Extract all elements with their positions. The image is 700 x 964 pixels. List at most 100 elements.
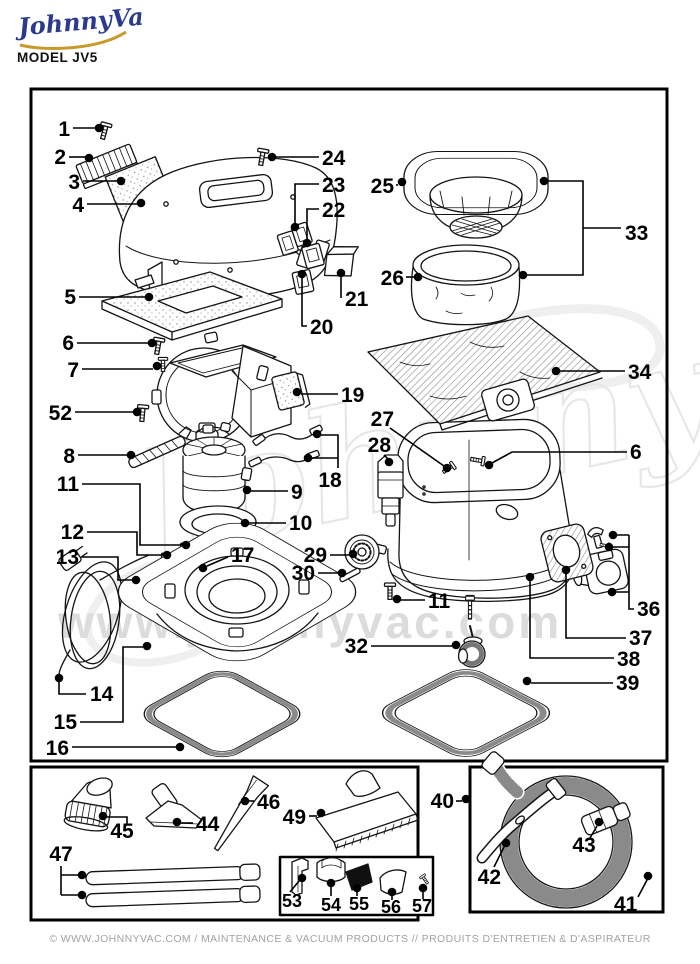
part-5-gasket-plate — [101, 271, 283, 341]
part-30-axle-pin — [339, 567, 361, 583]
leader-line-22 — [306, 208, 319, 239]
leader-dot-43 — [594, 817, 604, 827]
part-number-54: 54 — [321, 895, 341, 915]
leader-dot-39 — [522, 676, 532, 686]
part-8-handle-strip — [128, 426, 192, 469]
part-number-44: 44 — [196, 813, 220, 836]
brand-logo: JohnnyVac — [13, 0, 160, 54]
leader-dot-7 — [152, 361, 162, 371]
leader-line-23 — [294, 183, 319, 223]
leader-dot-33 — [518, 270, 528, 280]
part-number-40: 40 — [431, 790, 454, 813]
leader-dot-15 — [142, 641, 152, 651]
part-number-8: 8 — [63, 445, 75, 468]
leader-dot-20 — [297, 269, 307, 279]
part-number-26: 26 — [381, 267, 404, 290]
leader-line-20 — [301, 278, 307, 327]
part-number-45: 45 — [110, 820, 134, 843]
leader-dot-41 — [643, 871, 653, 881]
leader-dot-8 — [126, 450, 136, 460]
leader-dot-4 — [136, 198, 146, 208]
part-number-29: 29 — [304, 544, 327, 567]
leader-dot-54 — [326, 878, 336, 888]
leader-line-14 — [58, 681, 86, 695]
part-29-wheel — [344, 534, 388, 570]
leader-line-42 — [493, 846, 505, 868]
part-25-filter-cage — [403, 151, 549, 239]
part-number-30: 30 — [292, 562, 315, 585]
part-number-56: 56 — [381, 897, 401, 917]
leader-dot-36 — [608, 530, 618, 540]
part-number-7: 7 — [67, 359, 79, 382]
leader-dot-11 — [392, 594, 402, 604]
part-number-20: 20 — [310, 316, 333, 339]
part-number-33: 33 — [625, 222, 648, 245]
part-number-6: 6 — [62, 332, 74, 355]
leader-dot-27 — [442, 463, 452, 473]
leader-dot-55 — [352, 883, 362, 893]
leader-line-38 — [529, 580, 614, 659]
leader-dot-10 — [240, 518, 250, 528]
leader-line-43 — [589, 825, 598, 839]
leader-line-47 — [60, 866, 78, 896]
part-39-square-gasket — [381, 669, 551, 757]
part-55-wedge — [345, 863, 373, 891]
part-number-2: 2 — [54, 146, 66, 169]
leader-dot-36 — [607, 587, 617, 597]
hose-box — [468, 765, 665, 914]
leader-dot-19 — [292, 387, 302, 397]
leader-dot-14 — [54, 673, 64, 683]
part-37-valve-gasket — [540, 523, 594, 583]
part-number-4: 4 — [72, 194, 84, 217]
leader-dot-40 — [461, 794, 471, 804]
part-16-square-gasket — [143, 670, 301, 758]
leader-dot-22 — [302, 238, 312, 248]
part-number-9: 9 — [291, 481, 303, 504]
main-parts-box — [29, 87, 669, 763]
leader-line-15 — [80, 646, 143, 723]
leader-dot-34 — [551, 366, 561, 376]
part-number-57: 57 — [412, 896, 432, 916]
leader-dot-45 — [98, 811, 108, 821]
part-9-motor — [182, 421, 253, 514]
part-number-22: 22 — [322, 199, 345, 222]
leader-dot-12 — [162, 550, 172, 560]
leader-dot-25 — [397, 177, 407, 187]
leader-dot-23 — [290, 222, 300, 232]
part-47-wands — [85, 863, 261, 908]
part-14-power-cord — [58, 545, 150, 679]
part-number-34: 34 — [628, 361, 652, 384]
leader-dot-52 — [132, 407, 142, 417]
leader-dot-11 — [181, 540, 191, 550]
leader-dot-29 — [348, 549, 358, 559]
leader-dot-30 — [337, 568, 347, 578]
part-number-15: 15 — [54, 711, 78, 734]
part-21-switch-cover — [323, 246, 359, 277]
part-34-dust-bag — [367, 315, 603, 431]
leader-dot-18 — [303, 453, 313, 463]
leader-line-18 — [311, 434, 339, 468]
part-44-upholstery-nozzle — [145, 783, 203, 829]
part-42-curved-wand — [476, 777, 567, 864]
part-number-17: 17 — [231, 544, 254, 567]
part-number-24: 24 — [322, 147, 346, 170]
leader-dot-26 — [413, 272, 423, 282]
leader-dot-17 — [198, 563, 208, 573]
part-56-blade — [379, 869, 407, 895]
part-22-switch — [301, 242, 325, 270]
brand-logo-svg: JohnnyVac — [13, 0, 160, 50]
leader-dot-46 — [240, 796, 250, 806]
part-number-19: 19 — [341, 384, 364, 407]
part-54-clamp — [316, 857, 346, 883]
part-number-49: 49 — [283, 806, 306, 829]
frame-boxes — [29, 87, 669, 922]
leader-line-45 — [107, 816, 128, 825]
leader-line-27 — [389, 427, 445, 467]
part-number-53: 53 — [282, 891, 302, 911]
part-number-41: 41 — [614, 893, 638, 916]
leader-dot-44 — [172, 817, 182, 827]
part-number-32: 32 — [345, 635, 368, 658]
part-number-43: 43 — [572, 834, 595, 857]
part-number-14: 14 — [90, 683, 114, 706]
part-45-round-brush — [63, 777, 113, 832]
